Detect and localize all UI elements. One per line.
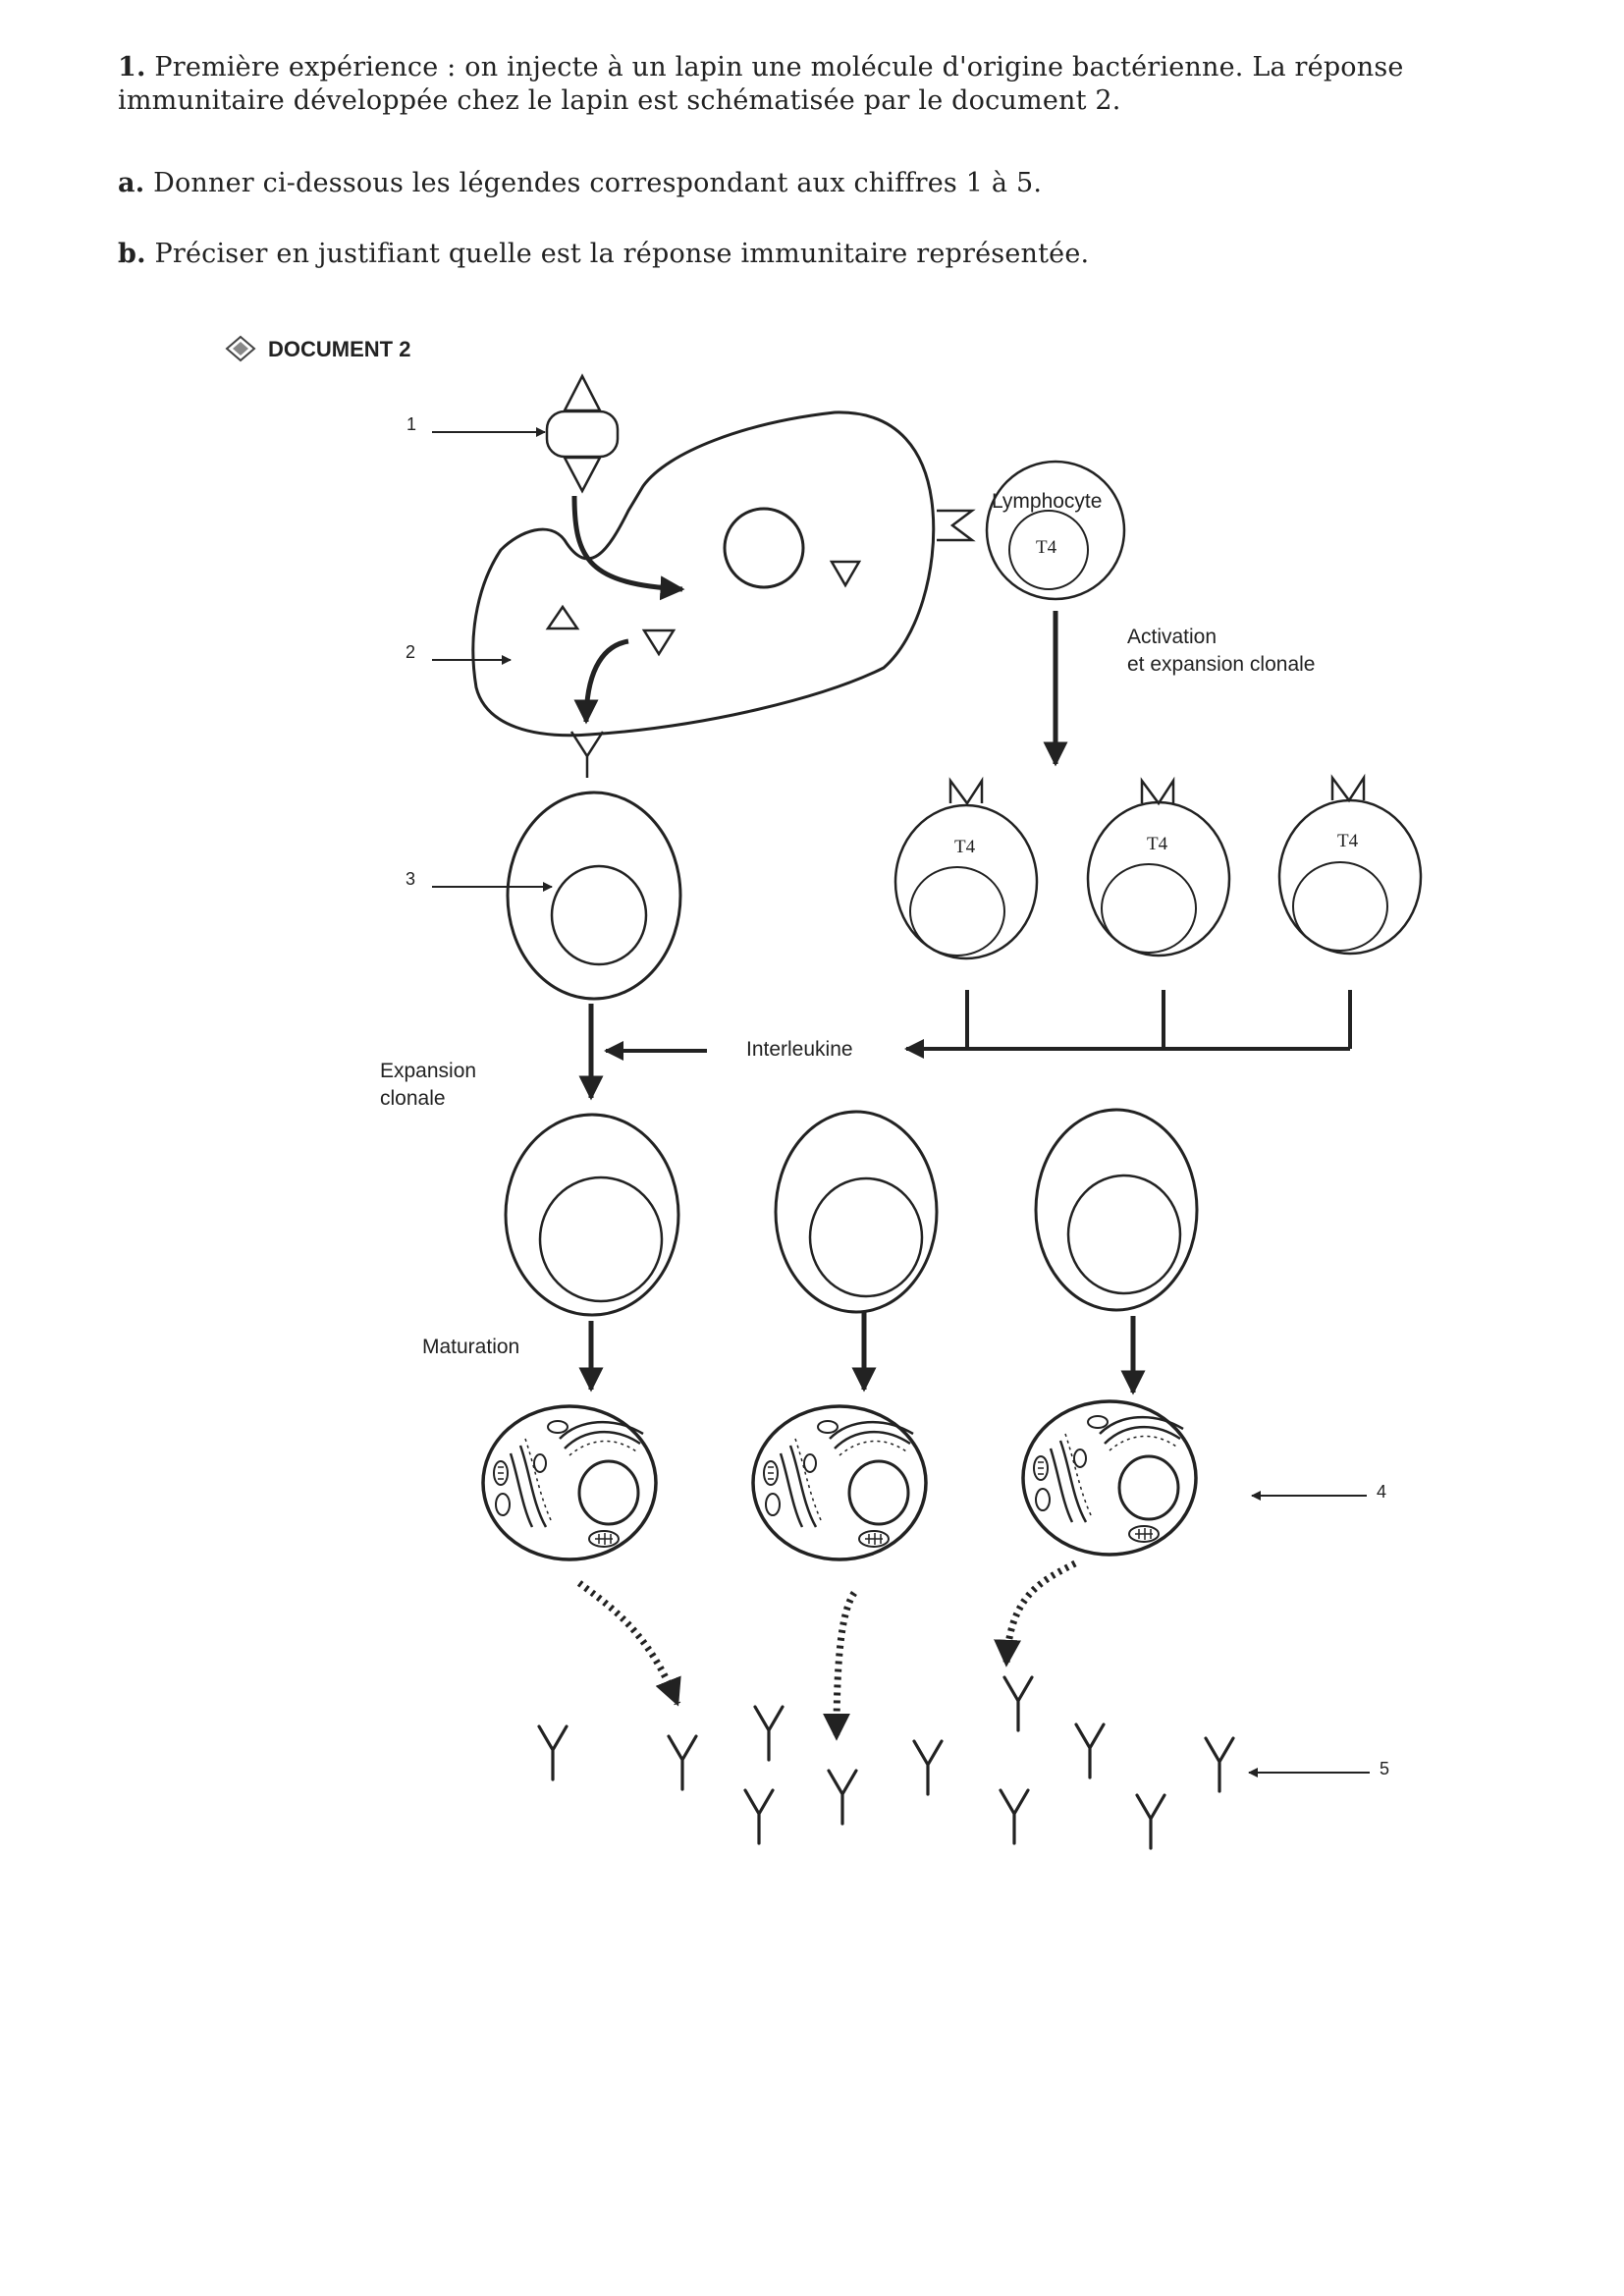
secretion-arrow (576, 1580, 681, 1707)
clonal-t4-lymphocyte: T4 (1086, 776, 1231, 957)
activation-label: Activation (1127, 626, 1217, 648)
question-a-letter: a. (118, 168, 145, 198)
antigen-fragment (641, 629, 677, 657)
antibody (999, 1788, 1030, 1845)
svg-text:3: 3 (406, 869, 415, 889)
svg-text:2: 2 (406, 642, 415, 662)
internalization-arrow (571, 495, 685, 601)
antibody (1074, 1722, 1106, 1779)
presentation-receptor (937, 509, 976, 542)
callout-2: 2 (406, 642, 512, 665)
antibody (912, 1739, 944, 1796)
antibody (537, 1724, 568, 1781)
antigen-fragment (545, 604, 580, 630)
antibody (1204, 1736, 1235, 1793)
cell-nucleus (723, 507, 805, 589)
question-1-number: 1. (118, 52, 146, 82)
proliferating-b-cell (774, 1110, 939, 1314)
antigen-fragment (829, 560, 862, 588)
expansion-label-line-2: clonale (380, 1087, 446, 1110)
question-b-letter: b. (118, 239, 146, 269)
question-a-text: Donner ci-dessous les légendes correspon… (153, 168, 1043, 198)
question-b-text: Préciser en justifiant quelle est la rép… (154, 239, 1090, 269)
callout-4: 4 (1251, 1482, 1386, 1502)
callout-5: 5 (1248, 1759, 1389, 1778)
antibody (1002, 1675, 1034, 1732)
presentation-arrow (573, 638, 629, 725)
lymphocyte-t4: Lymphocyte T4 (985, 460, 1126, 601)
activation-label-line-2: et expansion clonale (1127, 653, 1315, 676)
antigen (545, 373, 620, 494)
t4-label: T4 (1337, 831, 1359, 851)
expansion-label: Expansion (380, 1060, 476, 1082)
b-lymphocyte (506, 731, 682, 1001)
antibody (743, 1788, 775, 1845)
t4-label: T4 (1036, 537, 1057, 558)
document-title-text: DOCUMENT 2 (268, 337, 410, 361)
question-a: a. Donner ci-dessous les légendes corres… (118, 167, 1042, 200)
t4-label: T4 (1147, 834, 1168, 854)
antibody (753, 1705, 785, 1762)
plasma-cell (751, 1404, 928, 1561)
svg-text:4: 4 (1377, 1482, 1386, 1502)
plasma-cell (1021, 1399, 1198, 1557)
proliferating-b-cell (504, 1113, 680, 1317)
interleukine-signal: Interleukine (604, 990, 1352, 1061)
question-1-text: Première expérience : on injecte à un la… (118, 52, 1404, 116)
question-1: 1. Première expérience : on injecte à un… (118, 51, 1492, 118)
question-b: b. Préciser en justifiant quelle est la … (118, 238, 1089, 271)
antibody (667, 1734, 698, 1791)
secretion-arrow (823, 1591, 857, 1741)
document-title: DOCUMENT 2 (225, 335, 410, 362)
antibody (827, 1769, 858, 1826)
antigen-presenting-cell (471, 410, 936, 738)
proliferating-b-cell (1034, 1108, 1199, 1312)
svg-text:5: 5 (1380, 1759, 1389, 1778)
t4-label: T4 (954, 837, 976, 857)
secretion-arrow (994, 1559, 1077, 1667)
svg-text:1: 1 (406, 414, 416, 434)
diamond-bullet-icon (225, 335, 256, 362)
interleukine-label: Interleukine (746, 1038, 853, 1061)
maturation-label: Maturation (422, 1336, 519, 1358)
clonal-t4-lymphocyte: T4 (893, 776, 1039, 960)
clonal-t4-lymphocyte: T4 (1277, 773, 1423, 956)
plasma-cell (481, 1404, 658, 1561)
callout-1: 1 (406, 414, 546, 437)
callout-3: 3 (406, 869, 553, 892)
lymphocyte-label: Lymphocyte (992, 490, 1102, 513)
antibody (1135, 1793, 1166, 1850)
